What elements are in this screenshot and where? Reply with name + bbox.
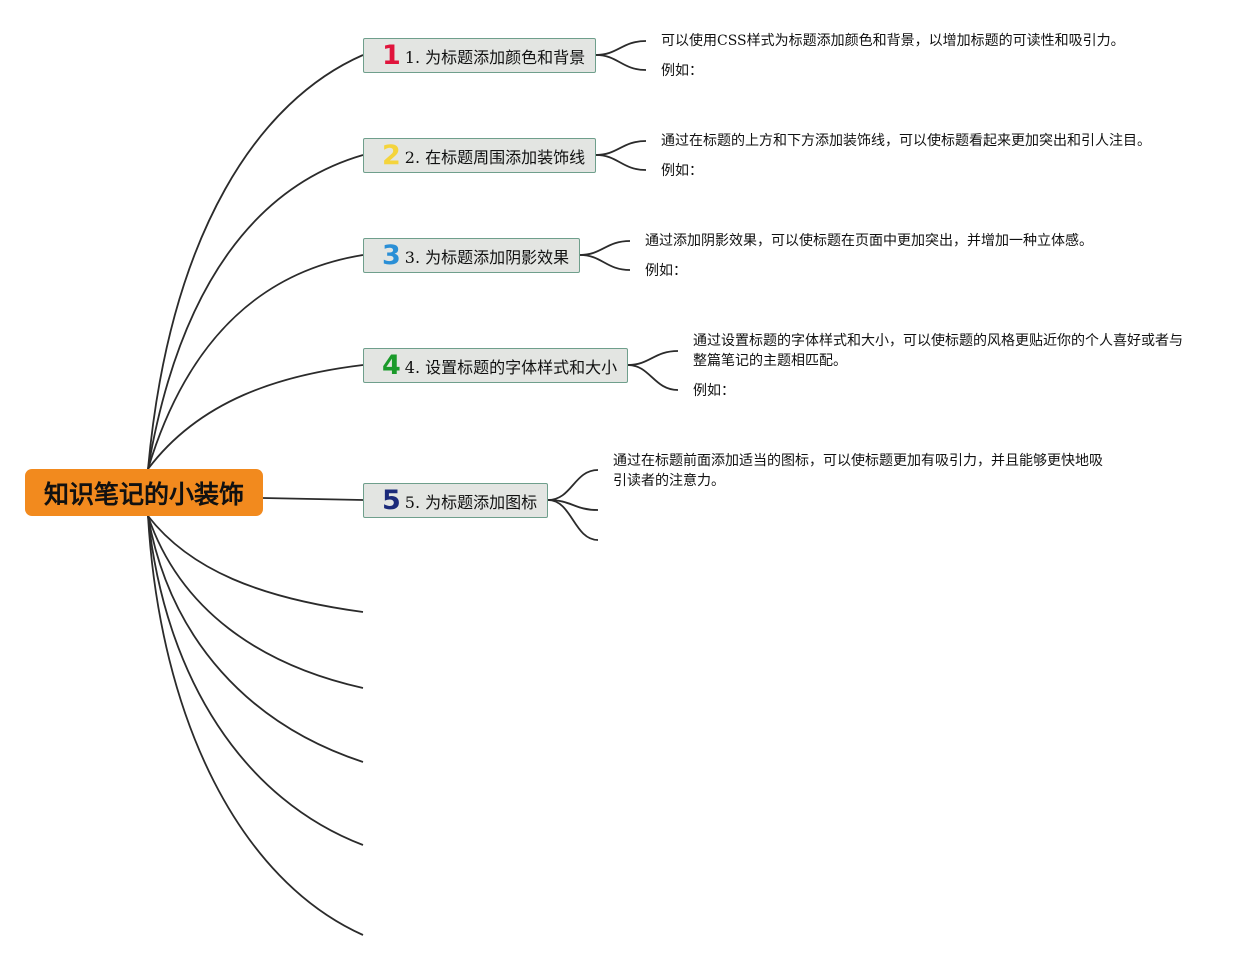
topic-4-note-description[interactable]: 通过设置标题的字体样式和大小，可以使标题的风格更贴近你的个人喜好或者与整篇笔记的… bbox=[693, 333, 1183, 369]
number-3-icon: 3 bbox=[382, 240, 401, 271]
topic-2-note-description[interactable]: 通过在标题的上方和下方添加装饰线，可以使标题看起来更加突出和引人注目。 bbox=[661, 133, 1151, 149]
topic-5[interactable]: 5 5. 为标题添加图标 bbox=[363, 483, 548, 518]
topic-3-note-example[interactable]: 例如： bbox=[645, 263, 687, 279]
topic-5-label: 5. 为标题添加图标 bbox=[404, 492, 538, 512]
note-line-4a bbox=[627, 350, 679, 366]
topic-2[interactable]: 2 2. 在标题周围添加装饰线 bbox=[363, 138, 596, 173]
branch-line-1 bbox=[147, 54, 364, 470]
number-1-icon: 1 bbox=[382, 40, 401, 71]
topic-2-note-example[interactable]: 例如： bbox=[661, 163, 703, 179]
note-line-3a bbox=[579, 240, 631, 256]
note-line-1a bbox=[595, 40, 647, 56]
topic-3-label: 3. 为标题添加阴影效果 bbox=[404, 247, 570, 267]
empty-branch-7 bbox=[147, 515, 364, 689]
empty-branch-10 bbox=[147, 515, 364, 936]
note-line-2b bbox=[595, 154, 647, 171]
topic-1-note-example[interactable]: 例如： bbox=[661, 63, 703, 79]
number-2-icon: 2 bbox=[382, 140, 401, 171]
empty-branch-6 bbox=[147, 515, 364, 613]
root-topic-label: 知识笔记的小装饰 bbox=[43, 479, 244, 509]
note-line-1b bbox=[595, 54, 647, 71]
empty-branch-8 bbox=[147, 515, 364, 763]
number-5-icon: 5 bbox=[382, 485, 401, 516]
topic-4-note-example[interactable]: 例如： bbox=[693, 383, 735, 399]
topic-4-label: 4. 设置标题的字体样式和大小 bbox=[404, 357, 618, 377]
topic-5-note-description[interactable]: 通过在标题前面添加适当的图标，可以使标题更加有吸引力，并且能够更快地吸引读者的注… bbox=[613, 453, 1103, 489]
branch-line-5 bbox=[262, 497, 364, 501]
topic-1-label: 1. 为标题添加颜色和背景 bbox=[404, 47, 586, 67]
root-topic[interactable]: 知识笔记的小装饰 bbox=[25, 469, 263, 516]
empty-branch-9 bbox=[147, 515, 364, 846]
topic-1-note-description[interactable]: 可以使用CSS样式为标题添加颜色和背景，以增加标题的可读性和吸引力。 bbox=[661, 33, 1125, 49]
branch-line-4 bbox=[147, 364, 364, 470]
note-line-5a bbox=[547, 469, 599, 501]
branch-line-2 bbox=[147, 154, 364, 470]
note-line-5c bbox=[547, 499, 599, 541]
branch-line-3 bbox=[147, 254, 364, 470]
topic-1[interactable]: 1 1. 为标题添加颜色和背景 bbox=[363, 38, 596, 73]
note-line-2a bbox=[595, 140, 647, 156]
note-line-3b bbox=[579, 254, 631, 271]
topic-3[interactable]: 3 3. 为标题添加阴影效果 bbox=[363, 238, 580, 273]
note-line-4b bbox=[627, 364, 679, 391]
topic-3-note-description[interactable]: 通过添加阴影效果，可以使标题在页面中更加突出，并增加一种立体感。 bbox=[645, 233, 1093, 249]
topic-4[interactable]: 4 4. 设置标题的字体样式和大小 bbox=[363, 348, 628, 383]
number-4-icon: 4 bbox=[382, 350, 401, 381]
topic-2-label: 2. 在标题周围添加装饰线 bbox=[404, 147, 586, 167]
